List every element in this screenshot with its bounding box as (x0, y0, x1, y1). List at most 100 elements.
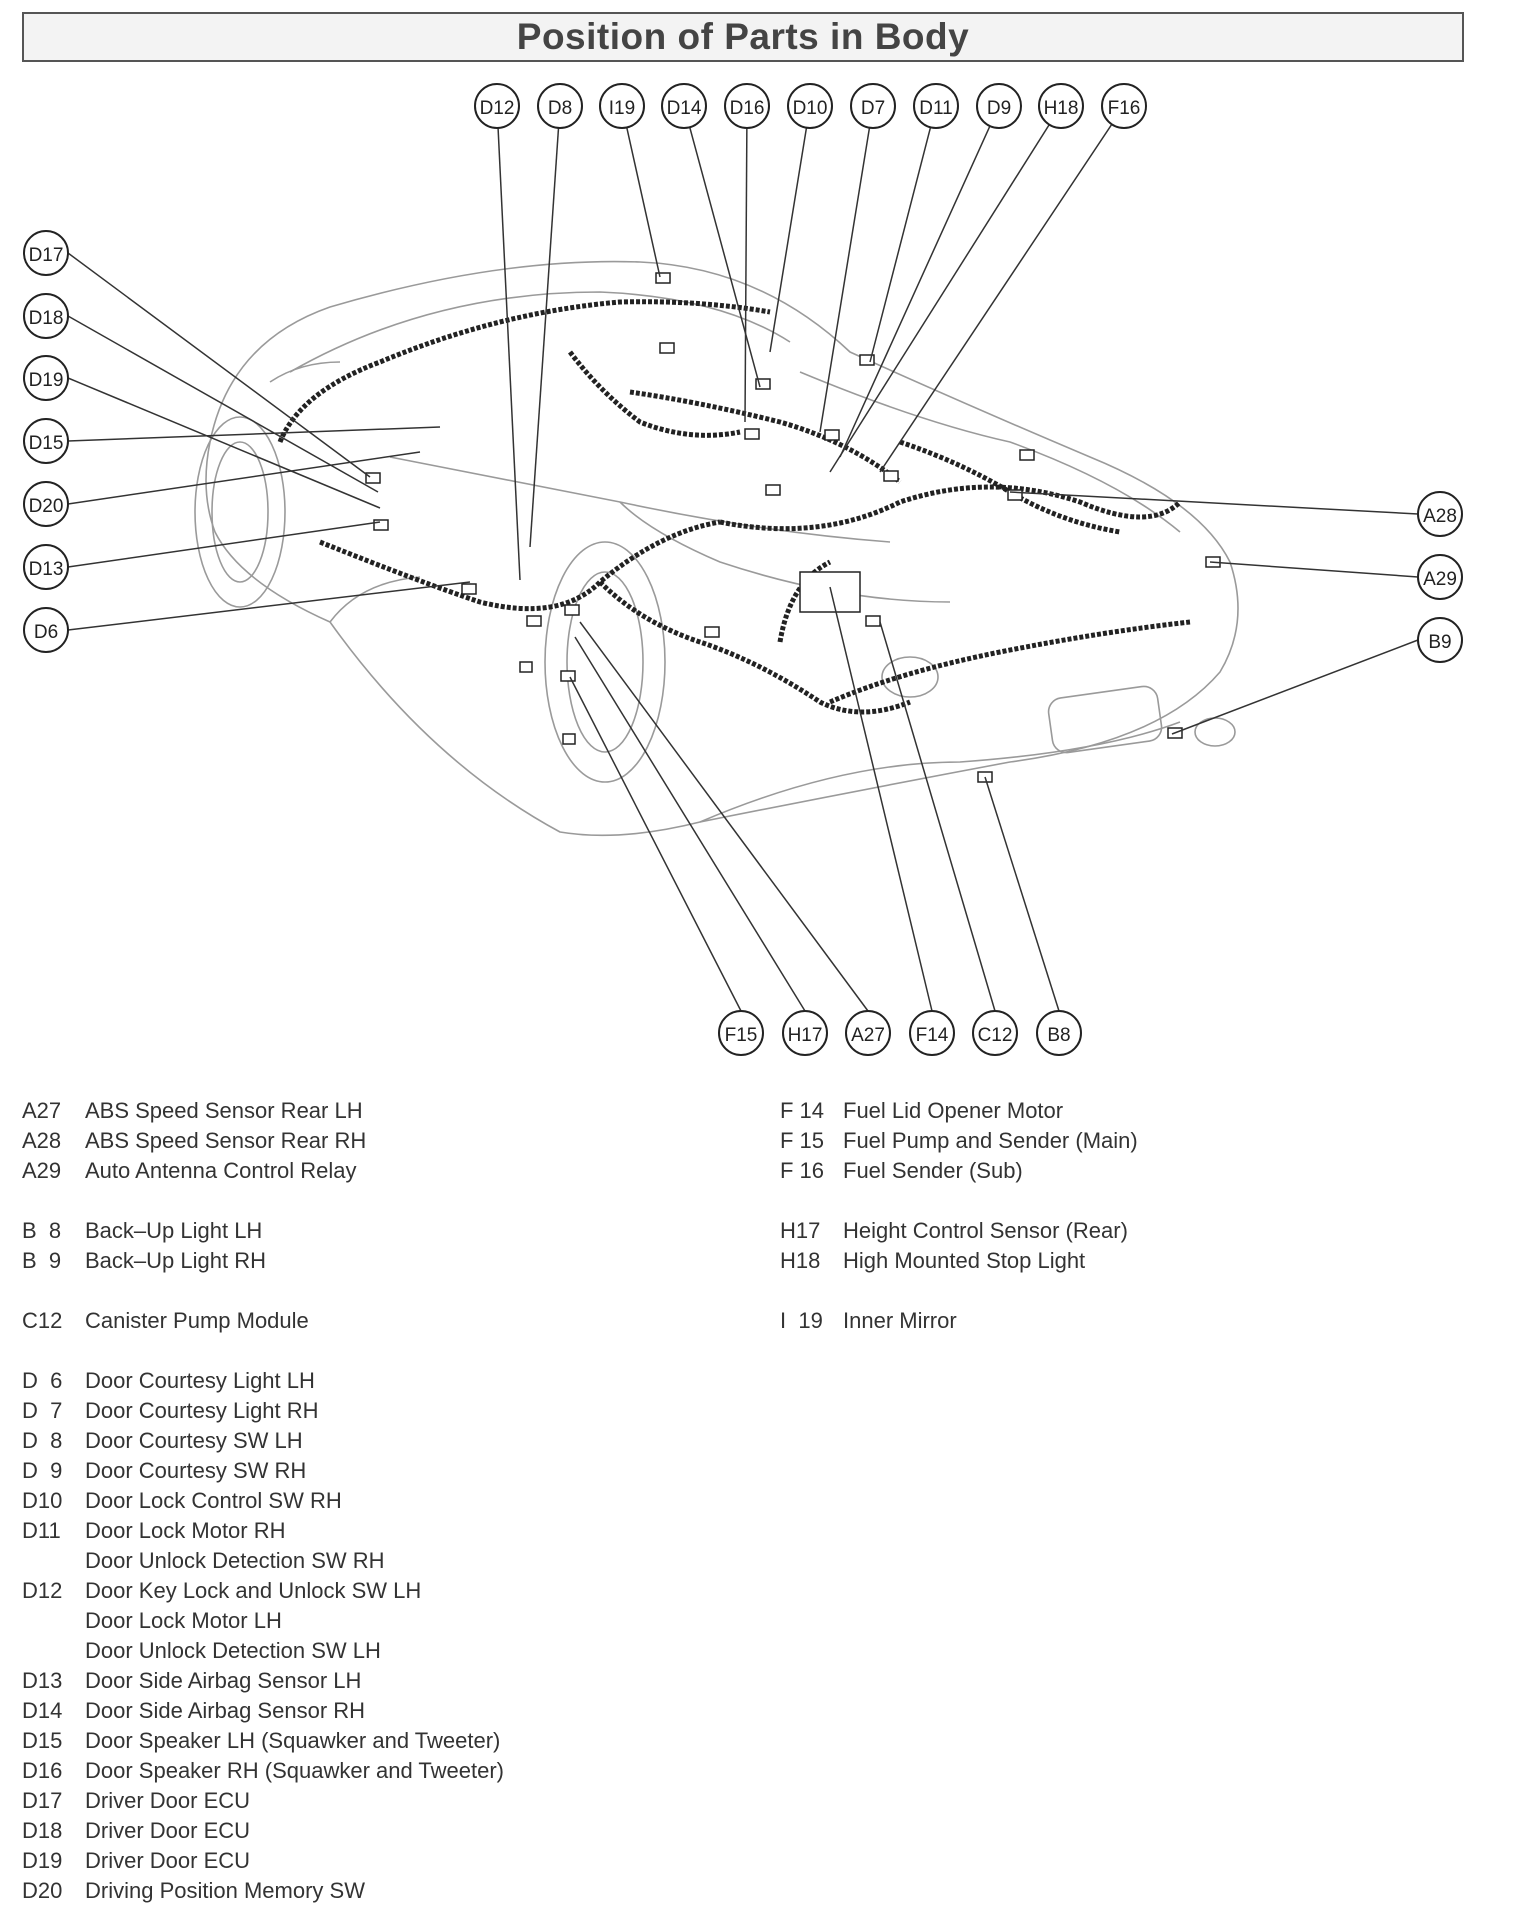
callout-D13: D13 (23, 544, 69, 590)
callout-I19: I19 (599, 83, 645, 129)
callout-D20: D20 (23, 481, 69, 527)
legend-desc: ABS Speed Sensor Rear LH (85, 1098, 363, 1123)
callout-label: D20 (29, 496, 64, 517)
callout-label: D18 (29, 308, 64, 329)
legend-code: D 9 (22, 1458, 63, 1483)
callout-label: D9 (987, 98, 1011, 119)
legend-desc: Back–Up Light RH (85, 1248, 266, 1273)
callout-D16: D16 (724, 83, 770, 129)
callout-label: F15 (725, 1025, 758, 1046)
legend-desc: Door Lock Motor RH (85, 1518, 286, 1543)
callout-label: F14 (916, 1025, 949, 1046)
legend-left: A27 ABS Speed Sensor Rear LH A28 ABS Speed… (22, 1098, 762, 1918)
legend-desc: Door Courtesy Light RH (85, 1398, 319, 1423)
callout-label: B8 (1047, 1025, 1070, 1046)
callout-F16: F16 (1101, 83, 1147, 129)
legend-code: D 6 (22, 1368, 63, 1393)
legend-code: D 7 (22, 1398, 63, 1423)
legend-code: A27 (22, 1098, 62, 1123)
callout-F15: F15 (718, 1010, 764, 1056)
callout-label: D14 (667, 98, 702, 119)
legend-desc: Back–Up Light LH (85, 1218, 263, 1243)
legend-code: D11 (22, 1518, 61, 1543)
car-outline (194, 260, 1239, 837)
callout-D6: D6 (23, 607, 69, 653)
legend-desc: Door Side Airbag Sensor LH (85, 1668, 362, 1693)
legend-code: D17 (22, 1788, 63, 1813)
callout-D19: D19 (23, 355, 69, 401)
callout-D7: D7 (850, 83, 896, 129)
legend-desc: Driver Door ECU (85, 1788, 251, 1813)
callout-label: B9 (1428, 632, 1451, 653)
car-body-diagram: D12 D8 I19 D14 D16 D10 D7 D11 D9 H18 F16… (23, 83, 1463, 1056)
legend-desc: Door Courtesy SW LH (85, 1428, 303, 1453)
legend-desc: Door Lock Motor LH (85, 1608, 282, 1633)
legend-code: F 14 (780, 1098, 825, 1123)
callout-B8: B8 (1036, 1010, 1082, 1056)
callout-label: H17 (788, 1025, 823, 1046)
legend-desc: Inner Mirror (843, 1308, 957, 1333)
legend-desc: Door Courtesy Light LH (85, 1368, 315, 1393)
legend-desc: ABS Speed Sensor Rear RH (85, 1128, 367, 1153)
callout-B9: B9 (1417, 617, 1463, 663)
callout-A28: A28 (1417, 491, 1463, 537)
legend-desc: Door Side Airbag Sensor RH (85, 1698, 366, 1723)
legend-code: A28 (22, 1128, 62, 1153)
legend-code: H18 (780, 1248, 821, 1273)
legend-desc: High Mounted Stop Light (843, 1248, 1086, 1273)
callout-D12: D12 (474, 83, 520, 129)
legend-code: D13 (22, 1668, 63, 1693)
page-title-text: Position of Parts in Body (516, 16, 970, 57)
legend-desc: Door Key Lock and Unlock SW LH (85, 1578, 422, 1603)
legend-desc: Fuel Sender (Sub) (843, 1158, 1023, 1183)
callout-label: C12 (978, 1025, 1013, 1046)
callout-A29: A29 (1417, 554, 1463, 600)
callout-label: D11 (919, 98, 952, 119)
callout-label: D13 (29, 559, 64, 580)
legend-code: D19 (22, 1848, 63, 1873)
callout-F14: F14 (909, 1010, 955, 1056)
callout-A27: A27 (845, 1010, 891, 1056)
legend-desc: Door Speaker RH (Squawker and Tweeter) (85, 1758, 505, 1783)
callout-label: A28 (1423, 506, 1457, 527)
callout-D18: D18 (23, 293, 69, 339)
callout-label: D12 (480, 98, 515, 119)
legend-desc: Canister Pump Module (85, 1308, 309, 1333)
callout-H18: H18 (1038, 83, 1084, 129)
callout-D11: D11 (913, 83, 959, 129)
legend-desc: Driver Door ECU (85, 1848, 251, 1873)
page-title: Position of Parts in Body (22, 12, 1464, 62)
legend-code: F 16 (780, 1158, 825, 1183)
callout-label: D19 (29, 370, 64, 391)
legend-desc: Fuel Lid Opener Motor (843, 1098, 1064, 1123)
legend-code: D14 (22, 1698, 63, 1723)
callout-D8: D8 (537, 83, 583, 129)
legend-desc: Door Lock Control SW RH (85, 1488, 342, 1513)
legend-code: B 9 (22, 1248, 62, 1273)
callout-D17: D17 (23, 230, 69, 276)
callout-label: D16 (730, 98, 765, 119)
callout-H17: H17 (782, 1010, 828, 1056)
legend-code: A29 (22, 1158, 62, 1183)
callout-label: D8 (548, 98, 572, 119)
legend-code: C12 (22, 1308, 63, 1333)
callouts: D12 D8 I19 D14 D16 D10 D7 D11 D9 H18 F16… (23, 83, 1463, 1056)
legend-code: D10 (22, 1488, 63, 1513)
legend-desc: Auto Antenna Control Relay (85, 1158, 357, 1183)
legend-code: F 15 (780, 1128, 825, 1153)
legend-desc: Driver Door ECU (85, 1818, 251, 1843)
legend-code: H17 (780, 1218, 821, 1243)
callout-label: D10 (793, 98, 828, 119)
callout-C12: C12 (972, 1010, 1018, 1056)
legend-code: B 8 (22, 1218, 62, 1243)
callout-label: D17 (29, 245, 64, 266)
callout-label: H18 (1044, 98, 1079, 119)
callout-D15: D15 (23, 418, 69, 464)
legend-desc: Door Unlock Detection SW RH (85, 1548, 385, 1573)
legend-code: D20 (22, 1878, 63, 1903)
leader-lines (67, 105, 1419, 1012)
callout-label: F16 (1108, 98, 1141, 119)
wire-harness (277, 299, 1191, 715)
callout-label: A27 (851, 1025, 885, 1046)
legend-desc: Door Courtesy SW RH (85, 1458, 307, 1483)
